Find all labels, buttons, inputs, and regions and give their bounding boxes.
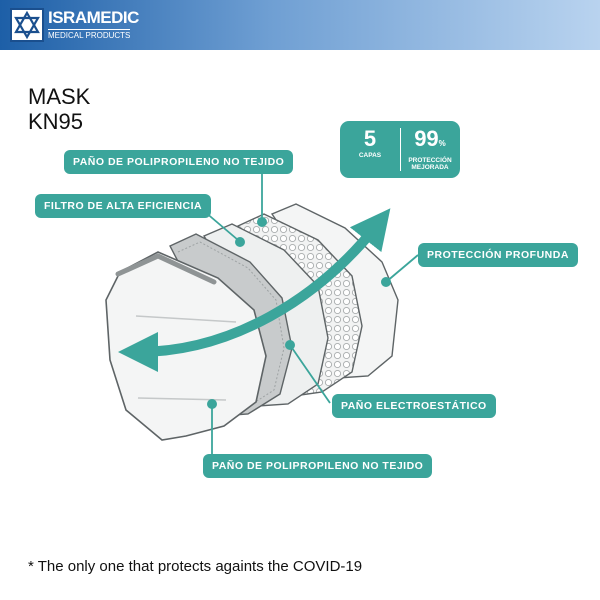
protection-value-row: 99% [400,126,460,157]
layers-stat: 5 CAPAS [340,121,400,178]
header-banner: ISRAMEDIC MEDICAL PRODUCTS [0,0,600,50]
label-top-fabric: PAÑO DE POLIPROPILENO NO TEJIDO [64,150,294,174]
brand-name: ISRAMEDIC [48,8,139,27]
protection-unit: % [438,139,446,148]
layers-value: 5 [363,126,377,151]
footnote: * The only one that protects againts the… [28,558,363,575]
stats-divider [400,128,401,171]
brand-tagline: MEDICAL PRODUCTS [48,29,131,40]
label-deep-protection: PROTECCIÓN PROFUNDA [418,243,578,267]
protection-label-1: PROTECCIÓN [408,157,452,164]
label-electrostatic: PAÑO ELECTROESTÁTICO [332,394,496,418]
leader-lines [197,174,419,455]
title-line-2: KN95 [28,109,84,134]
curved-double-arrow-icon [118,208,391,372]
logo [10,8,44,42]
protection-value: 99 [414,126,439,151]
leader-dots [207,217,391,409]
star-of-david-icon [14,10,40,40]
label-bottom-fabric: PAÑO DE POLIPROPILENO NO TEJIDO [203,454,433,478]
layers-label: CAPAS [358,152,382,159]
title-line-1: MASK [28,84,91,109]
protection-stat: 99% PROTECCIÓN MEJORADA [400,121,460,178]
stats-badge: 5 CAPAS 99% PROTECCIÓN MEJORADA [340,121,460,178]
label-filter: FILTRO DE ALTA EFICIENCIA [35,194,212,218]
protection-label-2: MEJORADA [411,164,449,171]
